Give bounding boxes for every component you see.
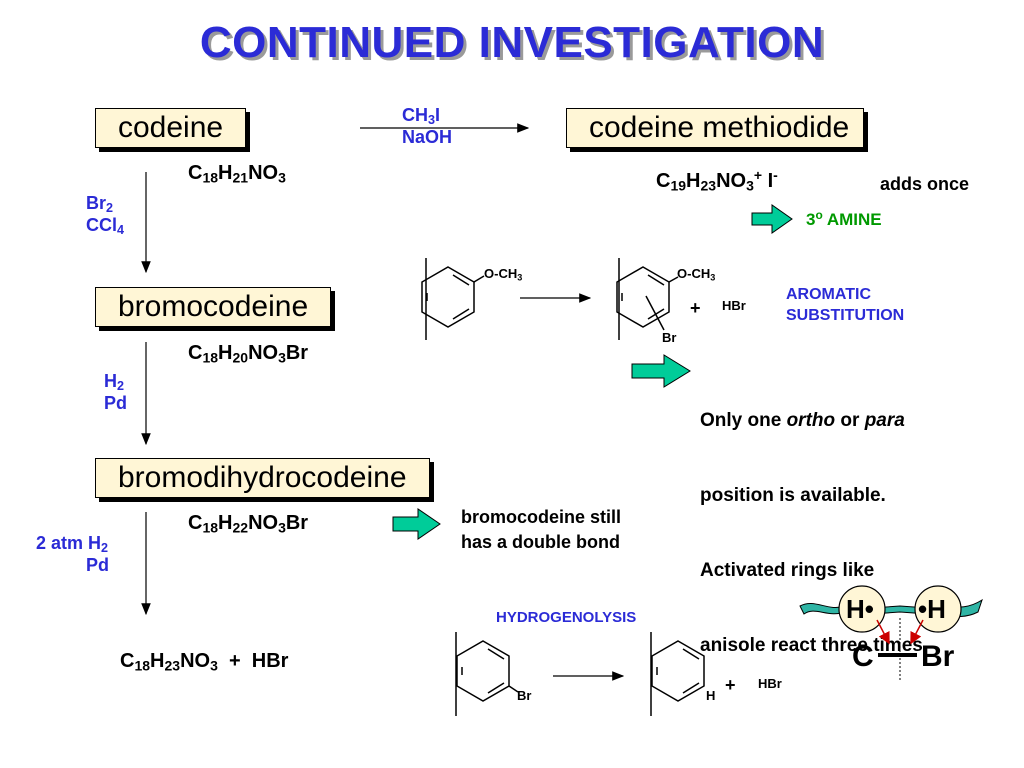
green-arrow-3 [392,508,441,540]
codeine-label: codeine [118,111,224,144]
bromocodeine-box: bromocodeine [95,287,332,327]
methylation-reagents: CH3I NaOH [402,105,453,147]
hydrogenation-reagents: H2 Pd [104,371,128,413]
ortho-para-note: Only one ortho or para position is avail… [700,410,929,656]
methiodide-formula: C19H23NO3+ I- [656,167,778,194]
bond-cleavage-diagram [799,585,983,682]
hydrogenolysis-label: HYDROGENOLYSIS [496,609,637,626]
hbr-label-2: HBr [758,676,782,691]
bromobenzene-structure [455,632,519,716]
anisole-structure [421,258,485,340]
codeine-methiodide-label: codeine methiodide [589,111,850,144]
bromocodeine-formula: C18H20NO3Br [188,342,309,366]
final-formula: C18H23NO3 + HBr [120,650,289,674]
bromoanisole-br-label: Br [662,330,677,345]
bromodihydrocodeine-label: bromodihydrocodeine [118,461,407,494]
bromodihydrocodeine-box: bromodihydrocodeine [95,458,430,498]
benzene-structure [650,632,705,716]
green-arrow-1 [751,204,793,234]
codeine-box: codeine [95,108,247,148]
bromoanisole-methoxy-label: O-CH3 [677,266,716,283]
h-radical-right: •H [918,594,946,624]
plus-sign-1: + [690,298,701,318]
h-atom-left [838,585,886,633]
codeine-formula: C18H21NO3 [188,162,286,186]
tertiary-amine-note: 3o AMINE [806,208,882,229]
bromine-atom: Br [921,640,955,673]
h-atom-right [914,585,962,633]
aromatic-substitution-note: AROMATIC SUBSTITUTION [786,286,905,324]
benzene-h-label: H [706,688,716,703]
adds-once-note: adds once [880,174,970,194]
hbr-label-1: HBr [722,298,746,313]
bromocodeine-label: bromocodeine [118,290,309,323]
hydrogenolysis-reagents: 2 atm H2 Pd [36,533,110,575]
page-title: CONTINUED INVESTIGATION [199,18,825,67]
bromobenzene-br-label: Br [517,688,532,703]
double-bond-note: bromocodeine still has a double bond [461,507,622,552]
green-arrow-2 [631,354,691,388]
bromination-reagents: Br2 CCl4 [86,193,125,238]
h-radical-left: H• [846,594,874,624]
carbon-atom: C [852,640,874,673]
bromodihydrocodeine-formula: C18H22NO3Br [188,512,309,536]
plus-sign-2: + [725,675,736,695]
codeine-methiodide-box: codeine methiodide [566,108,865,148]
bromoanisole-structure [616,258,679,340]
anisole-methoxy-label: O-CH3 [484,266,523,283]
